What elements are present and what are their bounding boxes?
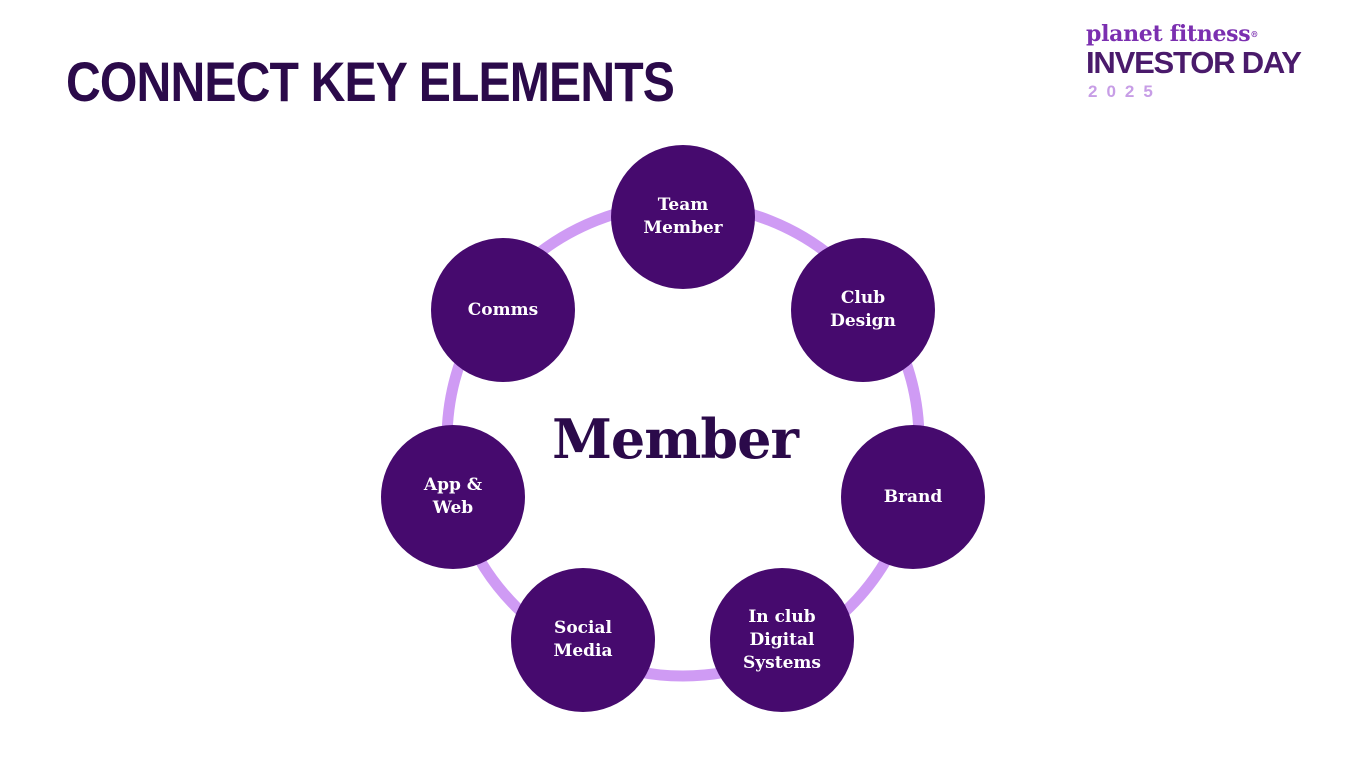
investor-day-logo: planet fitness® INVESTOR DAY 2025	[1086, 20, 1346, 106]
node-brand: Brand	[841, 425, 985, 569]
node-social-media: Social Media	[511, 568, 655, 712]
node-label: App & Web	[423, 475, 483, 518]
node-label: In club Digital Systems	[743, 606, 821, 673]
node-label: Social Media	[553, 618, 613, 661]
center-member-label: Member	[552, 407, 799, 471]
logo-brand-text: planet fitness	[1086, 21, 1251, 47]
logo-event: INVESTOR DAY	[1086, 45, 1302, 80]
logo-brand: planet fitness®	[1086, 20, 1258, 48]
logo-registered-mark: ®	[1250, 29, 1259, 39]
node-team-member: Team Member	[611, 145, 755, 289]
logo-year: 2025	[1088, 82, 1162, 101]
node-app-web: App & Web	[381, 425, 525, 569]
node-club-design: Club Design	[791, 238, 935, 382]
node-label: Club Design	[830, 288, 896, 331]
node-comms: Comms	[431, 238, 575, 382]
node-label: Brand	[883, 486, 943, 507]
slide-title: CONNECT KEY ELEMENTS	[66, 50, 675, 113]
node-label: Comms	[467, 299, 539, 320]
node-label: Team Member	[643, 195, 723, 238]
node-in-club-digital-systems: In club Digital Systems	[710, 568, 854, 712]
